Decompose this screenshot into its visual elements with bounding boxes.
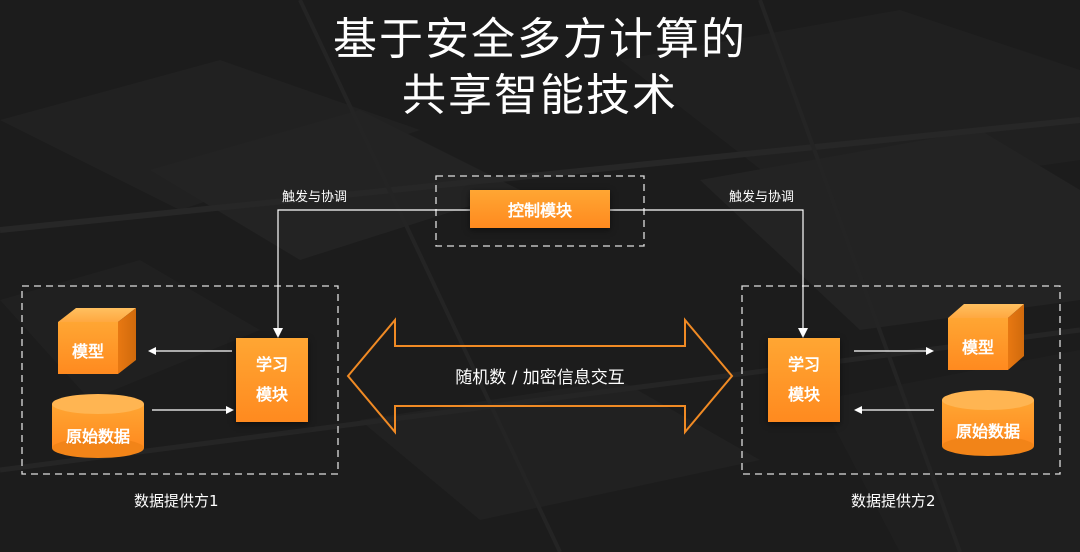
- arrowhead-learn-left: [226, 406, 234, 414]
- trigger-connector-left: [277, 209, 470, 330]
- provider-2-container: [741, 285, 1061, 475]
- page-title-line-1: 基于安全多方计算的: [333, 14, 747, 65]
- arrowhead-learn-right: [854, 406, 862, 414]
- exchange-label: 随机数 / 加密信息交互: [455, 368, 625, 388]
- model-label-right: 模型: [961, 338, 994, 357]
- raw-data-label-left: 原始数据: [65, 427, 130, 446]
- learning-module-right: 学习 模块: [768, 338, 840, 422]
- page-title-line-2: 共享智能技术: [402, 70, 678, 121]
- trigger-arrowhead-left: [273, 328, 283, 338]
- provider-1-label: 数据提供方1: [134, 492, 219, 510]
- learning-module-left: 学习 模块: [236, 338, 308, 422]
- arrowhead-model-right: [926, 347, 934, 355]
- raw-data-label-right: 原始数据: [955, 422, 1020, 441]
- trigger-arrowhead-right: [798, 328, 808, 338]
- raw-data-cylinder-right: [942, 390, 1034, 456]
- trigger-connector-right: [610, 209, 804, 330]
- model-label-left: 模型: [71, 342, 104, 361]
- provider-1-container: [21, 285, 339, 475]
- learning-module-right-line1: 学习: [787, 355, 820, 374]
- model-cube-right: [948, 304, 1024, 370]
- trigger-label-left: 触发与协调: [282, 190, 348, 205]
- exchange-double-arrow: [346, 317, 734, 435]
- learning-module-left-line2: 模块: [255, 385, 288, 404]
- learning-module-left-line1: 学习: [255, 355, 288, 374]
- control-module: 控制模块: [470, 190, 610, 228]
- arrowhead-model-left: [148, 347, 156, 355]
- model-cube-left: [58, 308, 136, 374]
- control-module-container: [435, 175, 645, 247]
- trigger-label-right: 触发与协调: [729, 190, 795, 205]
- learning-module-right-line2: 模块: [787, 385, 820, 404]
- raw-data-cylinder-left: [52, 394, 144, 458]
- provider-2-label: 数据提供方2: [851, 492, 936, 510]
